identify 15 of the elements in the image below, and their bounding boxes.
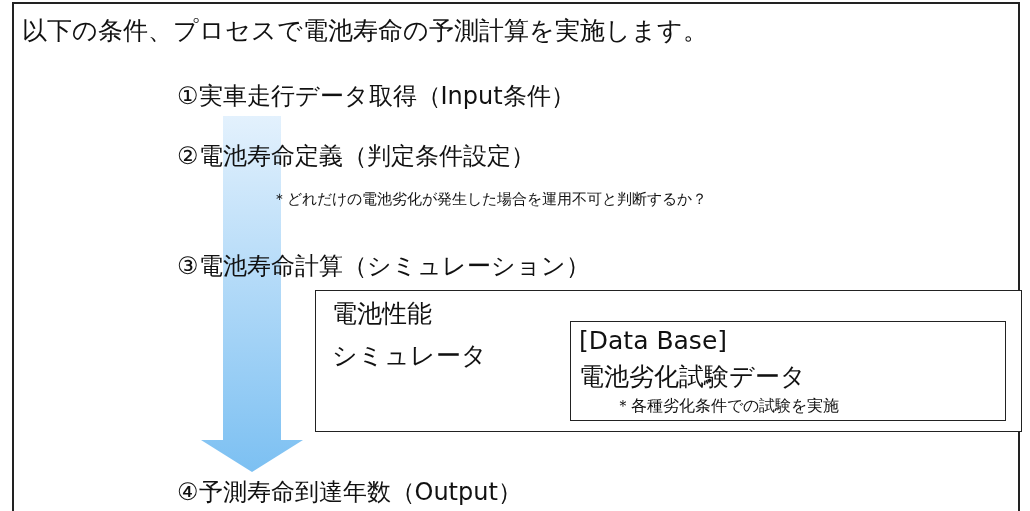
- arrow: [201, 116, 303, 472]
- step-text: ④予測寿命到達年数（Output）: [177, 476, 522, 508]
- note-text: ＊各種劣化条件での試験を実施: [615, 396, 839, 417]
- database-box: [570, 321, 1006, 421]
- title-text: 以下の条件、プロセスで電池寿命の予測計算を実施します。: [22, 15, 708, 47]
- step-text: ③電池寿命計算（シミュレーション）: [177, 250, 590, 282]
- step-text: ①実車走行データ取得（Input条件）: [177, 80, 575, 112]
- frame-box: [12, 2, 1020, 511]
- note-text: ＊どれだけの電池劣化が発生した場合を運用不可と判断するか？: [272, 190, 707, 209]
- simulator-box: [315, 290, 1022, 432]
- label-text: 電池劣化試験データ: [579, 361, 806, 393]
- label-text: 電池性能: [332, 298, 432, 330]
- step-text: ②電池寿命定義（判定条件設定）: [177, 140, 535, 172]
- label-text: [Data Base]: [579, 326, 728, 355]
- label-text: シミュレータ: [332, 340, 487, 372]
